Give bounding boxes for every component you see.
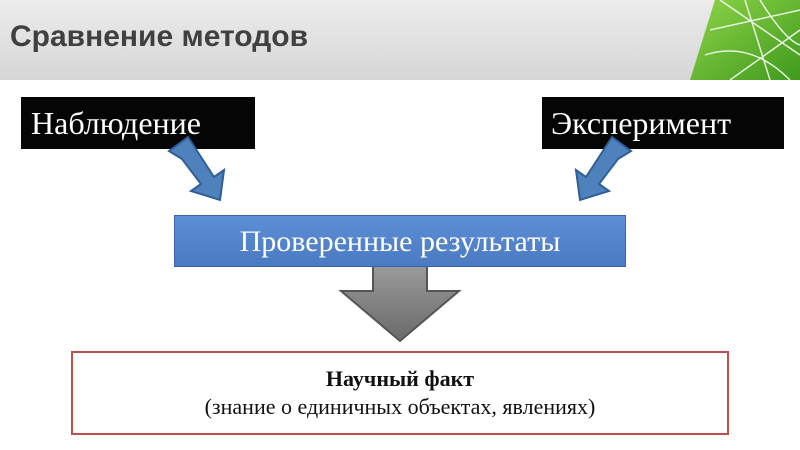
verified-results-box: Проверенные результаты	[174, 215, 626, 267]
right-arrow-icon	[576, 137, 631, 200]
fact-title: Научный факт	[73, 365, 727, 393]
scientific-fact-box: Научный факт (знание о единичных объекта…	[71, 351, 729, 435]
left-arrow-icon	[169, 137, 224, 200]
fact-subtitle: (знание о единичных объектах, явлениях)	[73, 393, 727, 421]
down-arrow-icon	[341, 266, 459, 341]
